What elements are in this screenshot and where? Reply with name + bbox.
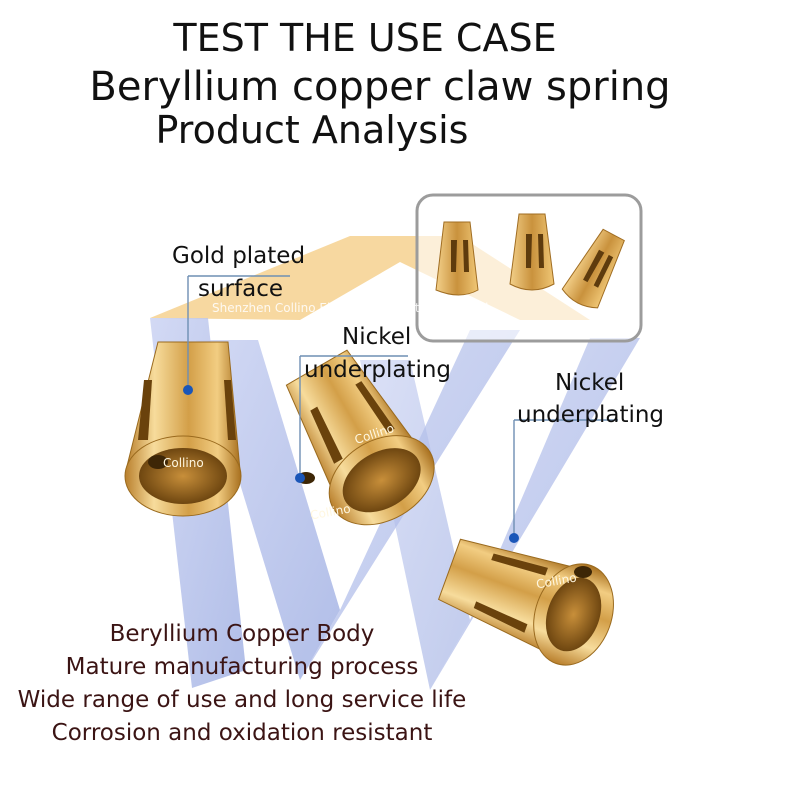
callout-1-line-1: Gold plated bbox=[172, 243, 306, 269]
claw-spring-part-2 bbox=[285, 349, 435, 526]
leader-line-3 bbox=[513, 419, 618, 536]
part-marking-1: Collino bbox=[163, 456, 204, 470]
leader-line-2 bbox=[299, 355, 408, 476]
callout-dot-1 bbox=[183, 385, 193, 395]
inset-product-box bbox=[415, 193, 643, 343]
inset-part-2 bbox=[509, 213, 555, 291]
title-line-3: Product Analysis bbox=[155, 108, 469, 152]
callout-dot-2 bbox=[295, 473, 305, 483]
feature-item-1: Beryllium Copper Body bbox=[109, 621, 375, 647]
company-watermark-text: Shenzhen Collino Electronic Industrial C… bbox=[212, 301, 493, 315]
title-line-1: TEST THE USE CASE bbox=[173, 16, 557, 60]
callout-3-line-1: Nickel bbox=[555, 370, 625, 396]
callout-dot-3 bbox=[509, 533, 519, 543]
callout-1-line-2: surface bbox=[198, 276, 284, 302]
feature-item-3: Wide range of use and long service life bbox=[17, 687, 467, 713]
inset-part-3 bbox=[561, 228, 625, 309]
callout-3-line-2: underplating bbox=[517, 402, 665, 428]
feature-item-2: Mature manufacturing process bbox=[65, 654, 419, 680]
callout-2-line-1: Nickel bbox=[342, 324, 412, 350]
inset-part-1 bbox=[435, 221, 479, 296]
leader-line-1 bbox=[187, 275, 290, 388]
callout-2-line-2: underplating bbox=[304, 357, 452, 383]
title-line-2: Beryllium copper claw spring bbox=[89, 64, 671, 110]
feature-item-4: Corrosion and oxidation resistant bbox=[51, 720, 433, 746]
claw-spring-part-3 bbox=[437, 538, 614, 666]
claw-spring-part-1 bbox=[124, 341, 242, 517]
